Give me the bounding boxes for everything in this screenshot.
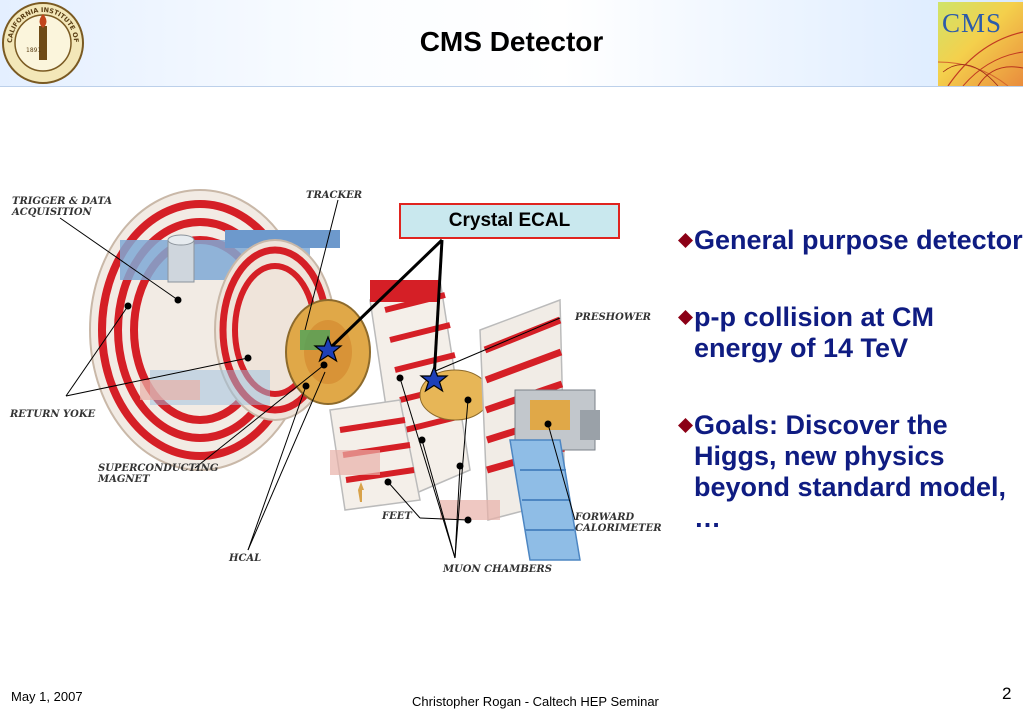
caltech-seal-logo: CALIFORNIA INSTITUTE OF TECHNOLOGY 1891 xyxy=(0,0,84,84)
label-trigger-line2: ACQUISITION xyxy=(11,207,93,218)
bullet-text: Goals: Discover the Higgs, new physics b… xyxy=(694,410,1007,533)
diamond-bullet-icon xyxy=(678,418,693,433)
detector-endcap xyxy=(329,279,491,511)
label-hcal: HCAL xyxy=(228,553,261,564)
detector-barrel xyxy=(89,189,371,471)
slide-title: CMS Detector xyxy=(419,26,604,57)
cms-detector-diagram: TRIGGER & DATA ACQUISITION TRACKER PRESH… xyxy=(9,189,662,575)
bullet-text: p-p collision at CM energy of 14 TeV xyxy=(694,302,934,363)
detector-forward xyxy=(479,298,600,561)
page-number: 2 xyxy=(1002,684,1012,703)
label-preshower: PRESHOWER xyxy=(574,312,651,323)
diamond-bullet-icon xyxy=(678,310,693,325)
bullet-list: General purpose detector p-p collision a… xyxy=(678,225,1023,580)
ecal-barrel-star-icon xyxy=(313,335,343,363)
ecal-endcap-star-icon xyxy=(419,365,449,393)
label-muon-chambers: MUON CHAMBERS xyxy=(442,564,552,575)
bullet-item: p-p collision at CM energy of 14 TeV xyxy=(678,302,1023,364)
label-feet: FEET xyxy=(381,511,413,522)
bullet-item: Goals: Discover the Higgs, new physics b… xyxy=(678,410,1023,534)
cms-logo: CMS xyxy=(938,2,1023,86)
seal-year: 1891 xyxy=(26,47,41,54)
label-trigger-line1: TRIGGER & DATA xyxy=(12,196,112,207)
label-forward-line1: FORWARD xyxy=(574,512,635,523)
label-return-yoke: RETURN YOKE xyxy=(9,409,96,420)
crystal-ecal-callout: Crystal ECAL xyxy=(399,203,620,239)
leader-lines xyxy=(59,199,576,559)
label-forward-line2: CALORIMETER xyxy=(575,523,662,534)
slide-header: CALIFORNIA INSTITUTE OF TECHNOLOGY 1891 … xyxy=(0,0,1023,87)
diamond-bullet-icon xyxy=(678,233,693,248)
footer-presenter: Christopher Rogan - Caltech HEP Seminar xyxy=(412,694,659,709)
callout-pointers xyxy=(326,238,444,381)
cms-logo-text: CMS xyxy=(942,8,1003,38)
cms-logo-tracks-icon xyxy=(938,31,1023,86)
bullet-item: General purpose detector xyxy=(678,225,1023,256)
footer-date: May 1, 2007 xyxy=(11,689,83,704)
label-magnet-line2: MAGNET xyxy=(97,474,151,485)
label-tracker: TRACKER xyxy=(306,190,362,201)
bullet-text: General purpose detector xyxy=(694,225,1023,255)
label-magnet-line1: SUPERCONDUCTING xyxy=(98,463,219,474)
